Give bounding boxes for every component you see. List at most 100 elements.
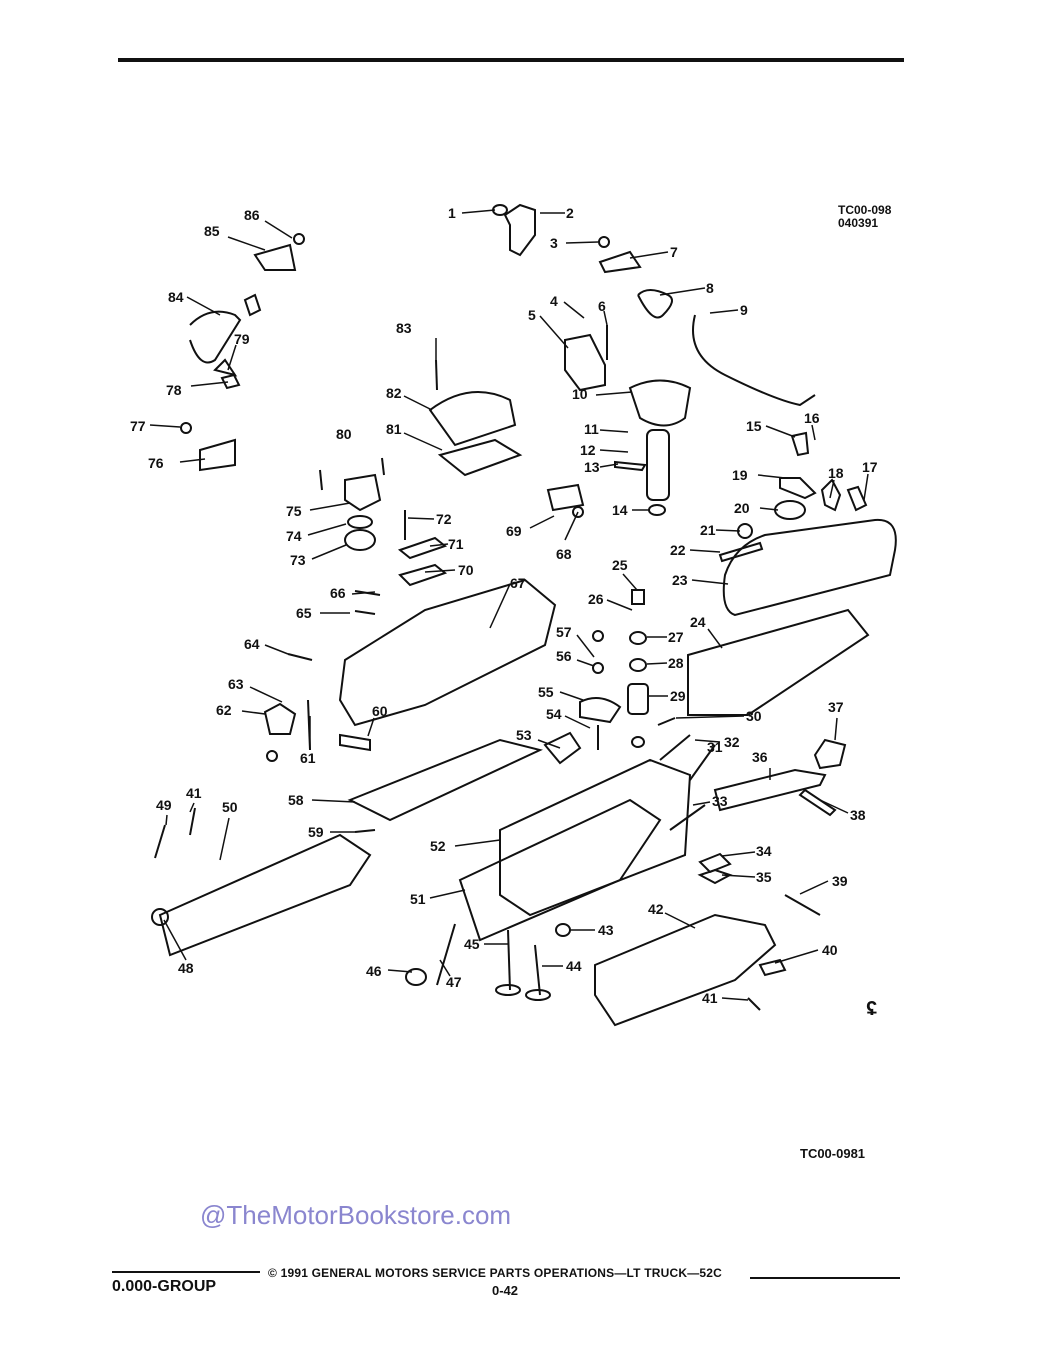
callout-53: 53 — [516, 727, 532, 743]
callout-22: 22 — [670, 542, 686, 558]
callout-74: 74 — [286, 528, 302, 544]
callout-16: 16 — [804, 410, 820, 426]
callout-17: 17 — [862, 459, 878, 475]
callout-70: 70 — [458, 562, 474, 578]
callout-1: 1 — [448, 205, 456, 221]
callout-2: 2 — [566, 205, 574, 221]
callout-12: 12 — [580, 442, 596, 458]
callout-80: 80 — [336, 426, 352, 442]
callout-labels: 1 2 3 4 5 6 7 8 9 10 11 12 13 14 15 16 1… — [130, 205, 878, 1006]
callout-13: 13 — [584, 459, 600, 475]
callout-62: 62 — [216, 702, 232, 718]
callout-51: 51 — [410, 891, 426, 907]
callout-85: 85 — [204, 223, 220, 239]
callout-65: 65 — [296, 605, 312, 621]
callout-38: 38 — [850, 807, 866, 823]
callout-63: 63 — [228, 676, 244, 692]
callout-34: 34 — [756, 843, 772, 859]
callout-76: 76 — [148, 455, 164, 471]
callout-31: 31 — [707, 739, 723, 755]
callout-72: 72 — [436, 511, 452, 527]
publisher-logo-icon: ʢ — [866, 998, 878, 1020]
footer-page-number: 0-42 — [492, 1283, 519, 1298]
callout-48: 48 — [178, 960, 194, 976]
callout-59: 59 — [308, 824, 324, 840]
watermark-text: @TheMotorBookstore.com — [200, 1200, 512, 1230]
callout-69: 69 — [506, 523, 522, 539]
leader-lines — [149, 209, 869, 1001]
callout-46: 46 — [366, 963, 382, 979]
callout-49: 49 — [156, 797, 172, 813]
callout-23: 23 — [672, 572, 688, 588]
part-nut — [492, 204, 508, 216]
footer-copyright: © 1991 GENERAL MOTORS SERVICE PARTS OPER… — [268, 1266, 723, 1280]
callout-68: 68 — [556, 546, 572, 562]
callout-4: 4 — [550, 293, 558, 309]
callout-60: 60 — [372, 703, 388, 719]
callout-6: 6 — [598, 298, 606, 314]
callout-26: 26 — [588, 591, 604, 607]
callout-5: 5 — [528, 307, 536, 323]
callout-19: 19 — [732, 467, 748, 483]
callout-7: 7 — [670, 244, 678, 260]
callout-61: 61 — [300, 750, 316, 766]
callout-15: 15 — [746, 418, 762, 434]
callout-83: 83 — [396, 320, 412, 336]
callout-11: 11 — [584, 421, 599, 437]
callout-84: 84 — [168, 289, 184, 305]
callout-71: 71 — [448, 536, 464, 552]
callout-55: 55 — [538, 684, 554, 700]
callout-66: 66 — [330, 585, 346, 601]
callout-52: 52 — [430, 838, 446, 854]
callout-25: 25 — [612, 557, 628, 573]
callout-50: 50 — [222, 799, 238, 815]
callout-54: 54 — [546, 706, 562, 722]
callout-43: 43 — [598, 922, 614, 938]
callout-21: 21 — [700, 522, 716, 538]
callout-8: 8 — [706, 280, 714, 296]
callout-27: 27 — [668, 629, 684, 645]
callout-3: 3 — [550, 235, 558, 251]
callout-10: 10 — [572, 386, 588, 402]
callout-37: 37 — [828, 699, 844, 715]
callout-64: 64 — [244, 636, 260, 652]
callout-78: 78 — [166, 382, 182, 398]
callout-47: 47 — [446, 974, 462, 990]
callout-39: 39 — [832, 873, 848, 889]
top-rule — [118, 58, 904, 62]
callout-32: 32 — [724, 734, 740, 750]
callout-14: 14 — [612, 502, 628, 518]
callout-36: 36 — [752, 749, 768, 765]
footer-rule-right — [750, 1277, 900, 1279]
footer-group-label: 0.000-GROUP — [112, 1278, 217, 1295]
callout-44: 44 — [566, 958, 582, 974]
reference-code-line1: TC00-098 — [838, 203, 892, 217]
figure-code: TC00-0981 — [800, 1146, 866, 1161]
callout-29: 29 — [670, 688, 686, 704]
reference-code: TC00-098 040391 — [838, 204, 891, 230]
callout-86: 86 — [244, 207, 260, 223]
callout-81: 81 — [386, 421, 402, 437]
callout-18: 18 — [828, 465, 844, 481]
footer-rule-left — [112, 1271, 260, 1273]
callout-67: 67 — [510, 575, 526, 591]
callout-35: 35 — [756, 869, 772, 885]
callout-75: 75 — [286, 503, 302, 519]
callout-79: 79 — [234, 331, 250, 347]
callout-41-right: 41 — [702, 990, 718, 1006]
reference-code-line2: 040391 — [838, 216, 879, 230]
callout-20: 20 — [734, 500, 750, 516]
callout-56: 56 — [556, 648, 572, 664]
callout-28: 28 — [668, 655, 684, 671]
callout-57: 57 — [556, 624, 572, 640]
callout-24: 24 — [690, 614, 706, 630]
part-bracket — [503, 203, 536, 257]
callout-9: 9 — [740, 302, 748, 318]
callout-40: 40 — [822, 942, 838, 958]
callout-82: 82 — [386, 385, 402, 401]
callout-42: 42 — [648, 901, 664, 917]
callout-41-left: 41 — [186, 785, 202, 801]
callout-33: 33 — [712, 793, 728, 809]
part-drawings — [151, 203, 897, 1027]
